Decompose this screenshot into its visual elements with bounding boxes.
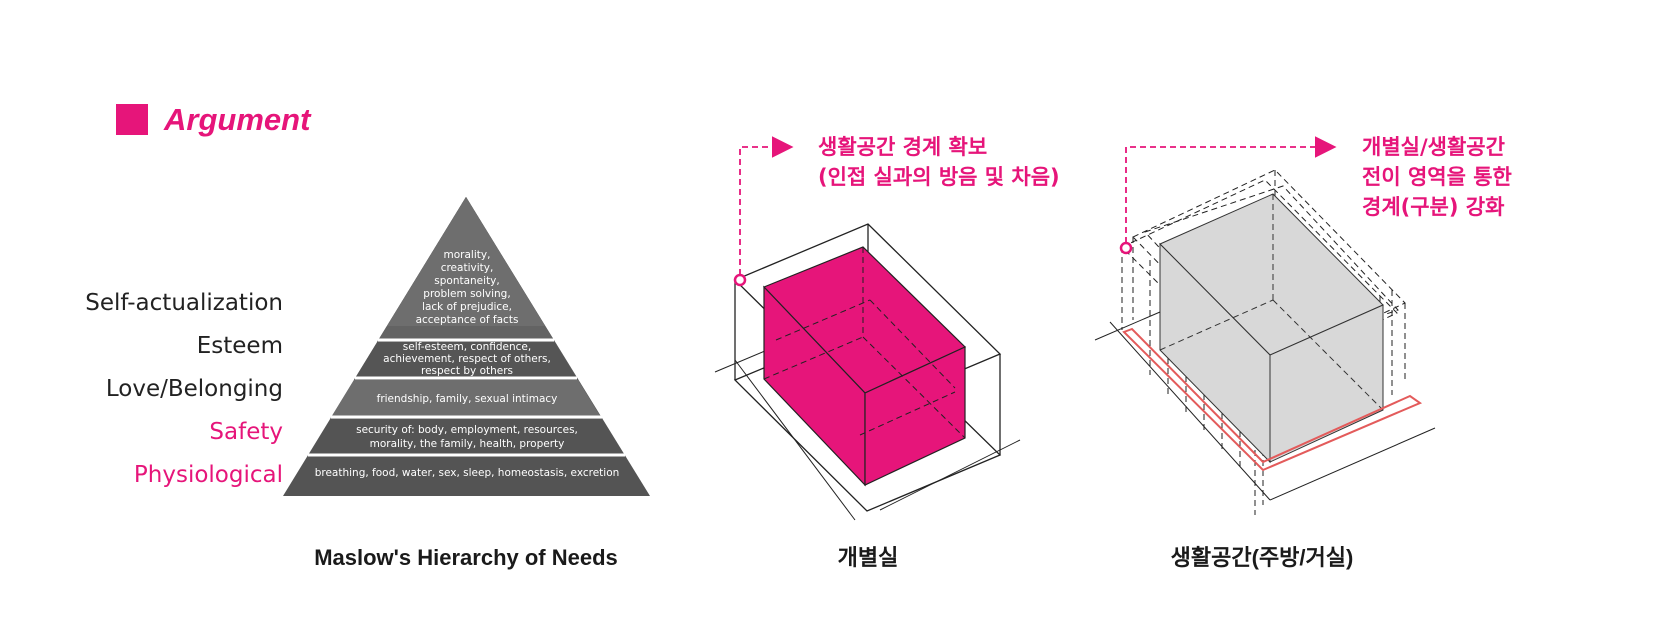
private-room-callout-line-2: (인접 실과의 방음 및 차음) — [818, 165, 1060, 189]
tier-text-line: respect by others — [421, 365, 513, 377]
level-label-esteem: Esteem — [197, 333, 283, 359]
tier-text-line: security of: body, employment, resources… — [356, 424, 578, 436]
floor-boundary-outline — [1122, 327, 1423, 472]
pyramid-tier-apex-band — [387, 197, 545, 326]
tier-text-line: friendship, family, sexual intimacy — [377, 393, 558, 405]
tier-text-line: problem solving, — [423, 288, 510, 300]
private-room-callout-line-1: 생활공간 경계 확보 — [818, 135, 987, 159]
private-room-diagram — [714, 136, 1021, 521]
living-space-callout-line-3: 경계(구분) 강화 — [1362, 195, 1505, 219]
tier-love-text: friendship, family, sexual intimacy — [377, 393, 558, 405]
level-label-love-belonging: Love/Belonging — [106, 376, 283, 402]
callout-leader-line — [739, 136, 794, 275]
tier-text-line: achievement, respect of others, — [383, 353, 551, 365]
section-title: Argument — [163, 102, 312, 137]
living-space-caption: 생활공간(주방/거실) — [1171, 545, 1354, 570]
living-space-callout-line-2: 전이 영역을 통한 — [1362, 165, 1512, 189]
level-label-physiological: Physiological — [134, 462, 283, 488]
callout-anchor-dot — [1119, 241, 1133, 255]
tier-text-line: morality, the family, health, property — [370, 438, 565, 450]
tier-self-actualization-text: morality, creativity, spontaneity, probl… — [416, 249, 519, 326]
maslow-pyramid — [283, 197, 650, 496]
level-label-safety: Safety — [209, 419, 283, 445]
private-room-caption: 개별실 — [838, 545, 899, 570]
callout-leader-line — [1125, 136, 1337, 243]
tier-text-line: acceptance of facts — [416, 314, 519, 326]
tier-text-line: spontaneity, — [434, 275, 499, 287]
level-label-self-actualization: Self-actualization — [85, 290, 283, 316]
living-space-callout-line-1: 개별실/생활공간 — [1362, 135, 1505, 159]
tier-text-line: self-esteem, confidence, — [403, 341, 531, 353]
tier-text-line: creativity, — [441, 262, 494, 274]
tier-text-line: breathing, food, water, sex, sleep, home… — [315, 467, 620, 479]
tier-esteem-text: self-esteem, confidence, achievement, re… — [383, 341, 551, 377]
callout-anchor-dot — [733, 273, 747, 287]
section-marker-square — [116, 104, 148, 135]
tier-text-line: lack of prejudice, — [422, 301, 512, 313]
tier-safety-text: security of: body, employment, resources… — [356, 424, 578, 450]
tier-physiological-text: breathing, food, water, sex, sleep, home… — [315, 467, 620, 479]
maslow-caption: Maslow's Hierarchy of Needs — [314, 545, 618, 570]
living-space-diagram — [1094, 136, 1436, 515]
tier-text-line: morality, — [444, 249, 491, 261]
